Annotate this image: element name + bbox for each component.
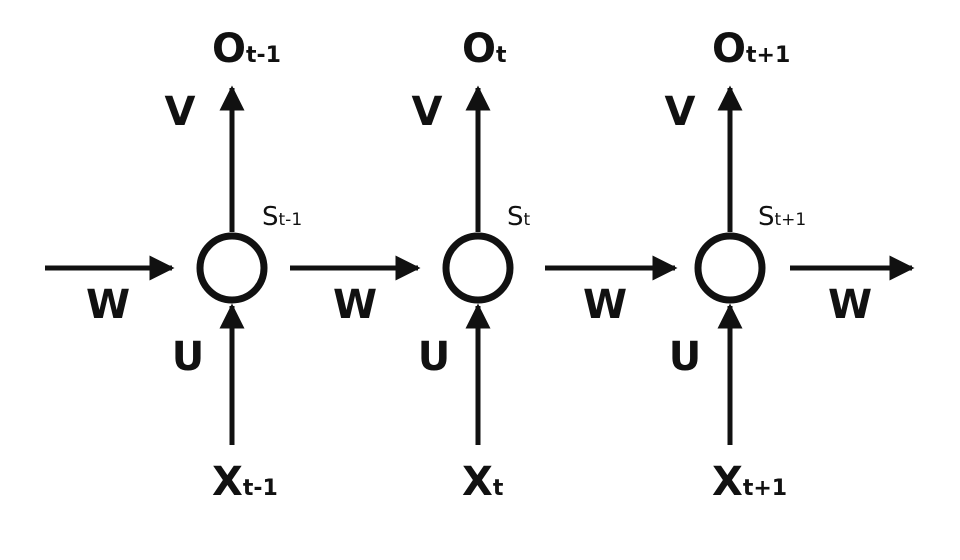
input-weight-label: U — [669, 334, 701, 380]
input-label: Xt-1 — [212, 459, 278, 505]
state-label: St — [507, 202, 531, 232]
output-weight-label: V — [165, 89, 196, 135]
output-weight-label: V — [412, 89, 443, 135]
input-label: Xt — [462, 459, 504, 505]
rnn-cell-t: V U Ot St Xt — [412, 26, 531, 505]
state-node — [694, 232, 766, 304]
rnn-cell-t-plus-1: V U Ot+1 St+1 Xt+1 — [665, 26, 807, 505]
output-label: Ot — [462, 26, 507, 72]
state-label: St-1 — [262, 202, 302, 232]
recurrent-weight-label: W — [333, 282, 377, 328]
state-label: St+1 — [758, 202, 806, 232]
state-node — [442, 232, 514, 304]
input-recurrent-weight-label: W — [86, 282, 130, 328]
recurrent-weight-label: W — [828, 282, 872, 328]
output-label: Ot-1 — [212, 26, 281, 72]
output-label: Ot+1 — [712, 26, 790, 72]
rnn-cell-t-minus-1: V U Ot-1 St-1 Xt-1 — [165, 26, 303, 505]
input-weight-label: U — [418, 334, 450, 380]
output-weight-label: V — [665, 89, 696, 135]
recurrent-weight-label: W — [583, 282, 627, 328]
state-node — [196, 232, 268, 304]
input-weight-label: U — [172, 334, 204, 380]
input-label: Xt+1 — [712, 459, 787, 505]
